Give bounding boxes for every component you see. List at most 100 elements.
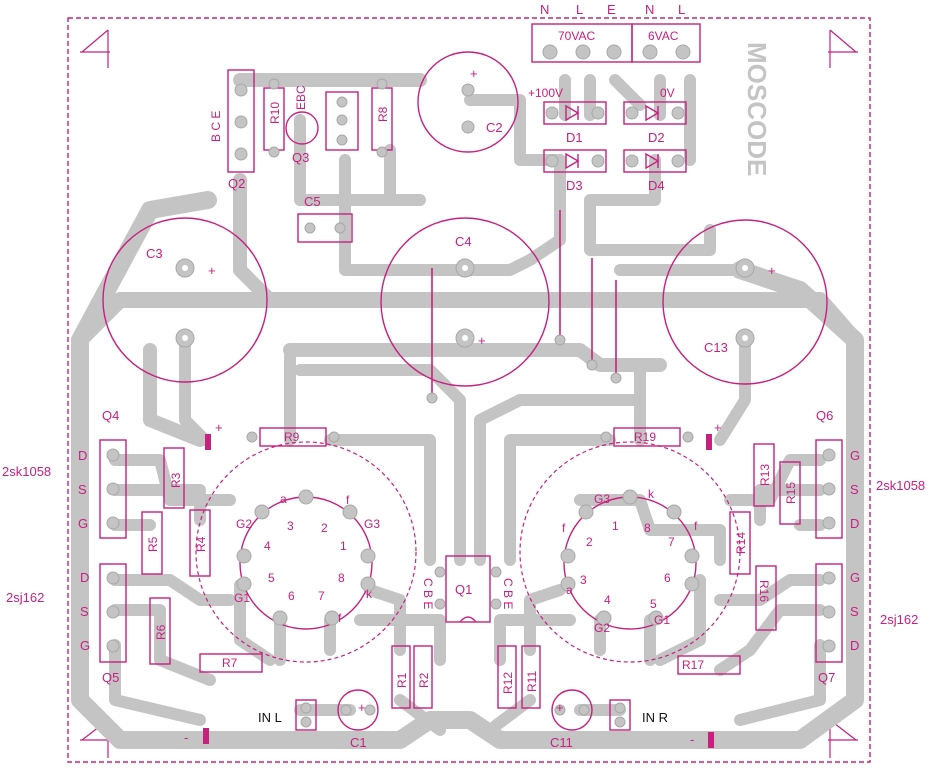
tl-pin-5: 5: [268, 571, 275, 585]
bias-parts: R10 EBC Q3 R8: [263, 78, 393, 165]
capacitor-c4: C4 +: [380, 217, 550, 387]
q7-pin-g: G: [850, 570, 860, 585]
tl-pin-6: 6: [288, 589, 295, 603]
mains-label-n1: N: [540, 2, 549, 17]
d1-label: D1: [566, 130, 583, 145]
tl-pin-g2: G2: [236, 517, 252, 531]
d2-label: D2: [648, 130, 665, 145]
transistor-q1: Q1 C B E C B E: [421, 555, 515, 623]
r5-label: R5: [146, 536, 160, 552]
tr-pin-1: 1: [612, 519, 619, 533]
tl-pin-7: 7: [318, 589, 325, 603]
mains-terminal: N L E N L 70VAC 6VAC: [531, 2, 701, 63]
output-resistors: R9 R19 + +: [205, 420, 722, 450]
tr-pin-6: 6: [664, 571, 671, 585]
tl-pin-2: 2: [321, 521, 328, 535]
moscode-logo: MOSCODE: [742, 42, 772, 176]
q5-pin-d: D: [80, 570, 89, 585]
q7-pin-s: S: [850, 604, 859, 619]
c5-label: C5: [304, 194, 321, 209]
q6-pin-g: G: [850, 448, 860, 463]
r15-label: R15: [784, 482, 798, 504]
conn-6vac-label: 6VAC: [648, 29, 679, 43]
r19-label: R19: [634, 430, 656, 444]
r6-label: R6: [154, 624, 168, 640]
c1-label: C1: [350, 735, 367, 750]
tr-pin-f-left: f: [562, 521, 566, 535]
r7-label: R7: [222, 656, 238, 670]
q3-label: Q3: [292, 150, 309, 165]
tl-pin-8: 8: [338, 571, 345, 585]
mains-label-e: E: [607, 2, 616, 17]
out-right-plus: +: [714, 420, 722, 435]
jumper-wires: [426, 210, 622, 404]
q7-pin-d: D: [850, 638, 859, 653]
capacitor-c13: C13 +: [662, 219, 828, 385]
out-right-minus: -: [690, 732, 694, 747]
tr-pin-5: 5: [650, 597, 657, 611]
c13-label: C13: [704, 340, 728, 355]
q5-pin-g: G: [80, 638, 90, 653]
capacitor-c2: + C2: [417, 51, 519, 153]
q7-part-2sj162: 2sj162: [880, 612, 918, 627]
q2-label: Q2: [228, 176, 245, 191]
d4-label: D4: [648, 178, 665, 193]
q4-part-2sk1058: 2sk1058: [2, 464, 51, 479]
mains-label-l2: L: [678, 2, 685, 17]
copper-traces: [71, 73, 864, 749]
r2-label: R2: [417, 672, 431, 688]
c2-plus: +: [470, 66, 478, 81]
q6-part-2sk1058: 2sk1058: [876, 478, 925, 493]
c3-plus: +: [208, 263, 216, 278]
out-left-minus: -: [184, 730, 188, 745]
r3-label: R3: [169, 472, 183, 488]
c11-plus: +: [556, 700, 564, 715]
capacitor-c5: C5: [297, 194, 353, 243]
transistor-q2: B C E Q2: [209, 69, 255, 191]
board-outline: [67, 17, 871, 763]
tl-pin-3: 3: [287, 519, 294, 533]
r13-label: R13: [758, 464, 772, 486]
mosfets-right: Q6 G S D 2sk1058 G S D 2sj162 Q7: [815, 408, 925, 685]
mains-label-n2: N: [645, 2, 654, 17]
q6-pin-d: D: [850, 516, 859, 531]
c4-label: C4: [455, 234, 472, 249]
q4-pin-g: G: [78, 516, 88, 531]
tr-pin-g1: G1: [654, 613, 670, 627]
tr-pin-g3: G3: [594, 492, 610, 506]
r4-label: R4: [194, 536, 208, 552]
q6-pin-s: S: [850, 482, 859, 497]
tl-pin-k: k: [366, 587, 373, 601]
mains-label-l1: L: [576, 2, 583, 17]
rectifier-diodes: +100V 0V D1 D2 D3 D4: [528, 86, 687, 193]
q1-left-pins-cbe: C B E: [421, 578, 435, 609]
capacitor-c3: C3 +: [102, 217, 268, 383]
d3-label: D3: [566, 178, 583, 193]
tr-pin-7: 7: [668, 535, 675, 549]
q5-label: Q5: [102, 670, 119, 685]
q4-pin-d: D: [78, 448, 87, 463]
tl-pin-g1: G1: [234, 591, 250, 605]
r16-label: R16: [757, 580, 771, 602]
conn-70vac-label: 70VAC: [558, 29, 595, 43]
c1-plus: +: [358, 700, 366, 715]
voltage-plus100-label: +100V: [528, 86, 563, 100]
tr-pin-2: 2: [586, 535, 593, 549]
q3-pins-ebc: EBC: [294, 85, 308, 110]
tube-socket-right: G3 k f 1 8 f 2 7 a 3 6 4 5 G2 G1: [519, 441, 741, 663]
input-resistors: R1 R2 R12 R11: [391, 645, 541, 709]
q7-label: Q7: [818, 670, 835, 685]
c13-plus: +: [768, 263, 776, 278]
tr-pin-a: a: [566, 583, 573, 597]
tl-pin-f-bottom: f: [338, 611, 342, 625]
tl-pin-g3: G3: [364, 517, 380, 531]
tr-pin-f-right: f: [694, 519, 698, 533]
tr-pin-g2: G2: [594, 621, 610, 635]
q2-pins-bce: B C E: [209, 111, 223, 142]
resistors-right: R13 R15 R14 R16 R17: [677, 443, 801, 675]
tl-pin-f-top: f: [346, 493, 350, 507]
tr-pin-8: 8: [644, 521, 651, 535]
out-left-plus: +: [215, 420, 223, 435]
r1-label: R1: [395, 672, 409, 688]
